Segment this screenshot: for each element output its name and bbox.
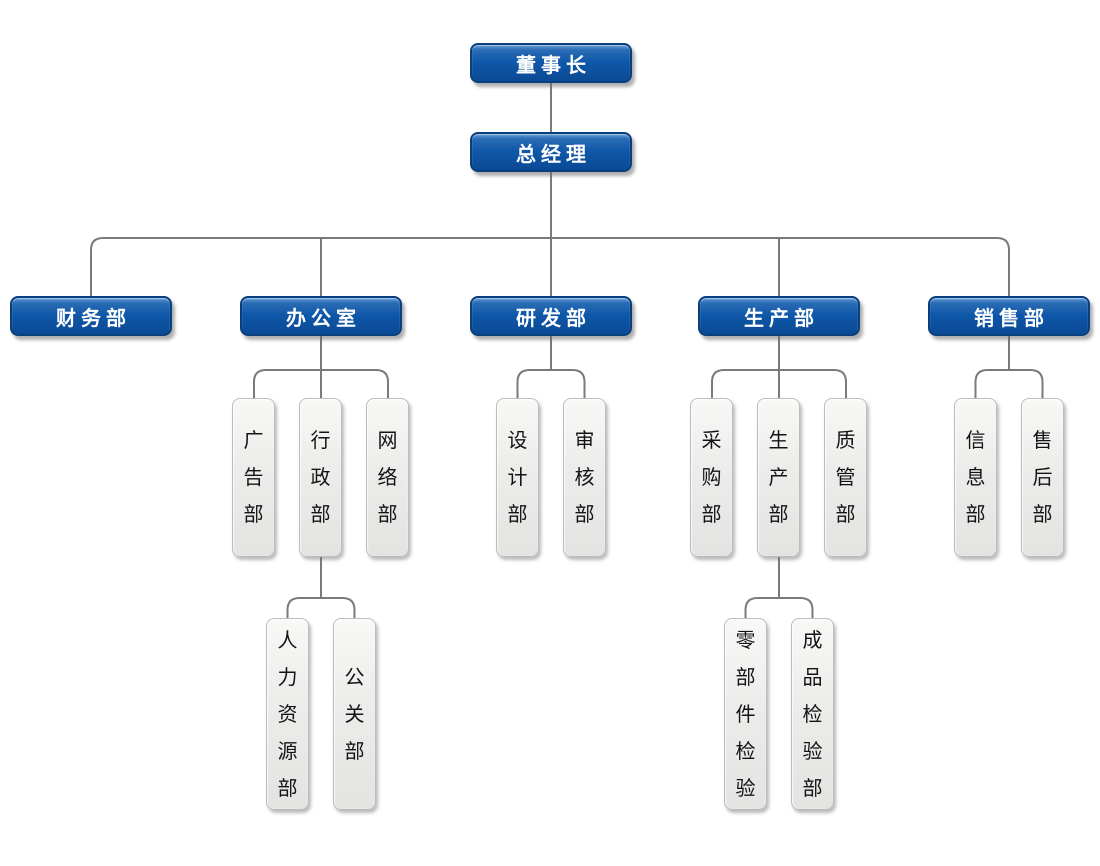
node-design-dept: 设计部 <box>496 398 539 557</box>
node-finished-inspection: 成品检验部 <box>791 618 834 810</box>
node-rd-dept: 研发部 <box>470 296 632 336</box>
node-label: 研发部 <box>516 305 591 330</box>
node-admin-dept: 行政部 <box>299 398 342 557</box>
connector-production-sub-children <box>744 557 814 618</box>
node-parts-inspection: 零部件检验 <box>724 618 767 810</box>
node-production-dept: 生产部 <box>698 296 860 336</box>
node-general-manager: 总经理 <box>470 132 632 172</box>
node-production-sub-dept: 生产部 <box>757 398 800 557</box>
connector-sales-children <box>974 336 1044 398</box>
node-audit-dept: 审核部 <box>563 398 606 557</box>
node-finance-dept: 财务部 <box>10 296 172 336</box>
node-network-dept: 网络部 <box>366 398 409 557</box>
node-label: 生产部 <box>768 428 789 526</box>
node-label: 成品检验部 <box>802 627 823 800</box>
node-quality-dept: 质管部 <box>824 398 867 557</box>
node-after-sales-dept: 售后部 <box>1021 398 1064 557</box>
node-label: 行政部 <box>310 428 331 526</box>
node-office: 办公室 <box>240 296 402 336</box>
node-hr-dept: 人力资源部 <box>266 618 309 810</box>
node-info-dept: 信息部 <box>954 398 997 557</box>
connector-admin-children <box>286 557 356 618</box>
node-label: 办公室 <box>286 305 361 330</box>
node-chairman: 董事长 <box>470 43 632 83</box>
node-label: 零部件检验 <box>735 627 756 800</box>
connector-main-bus <box>90 237 1010 296</box>
connector-production-children <box>711 336 847 398</box>
node-label: 广告部 <box>243 428 264 526</box>
node-label: 销售部 <box>974 305 1049 330</box>
node-advertising-dept: 广告部 <box>232 398 275 557</box>
node-label: 审核部 <box>574 428 595 526</box>
connector-rd-children <box>516 336 586 398</box>
connector-office-children <box>253 336 389 398</box>
node-sales-dept: 销售部 <box>928 296 1090 336</box>
node-label: 网络部 <box>377 428 398 526</box>
node-pr-dept: 公关部 <box>333 618 376 810</box>
node-label: 董事长 <box>516 52 591 77</box>
node-label: 总经理 <box>516 141 591 166</box>
node-label: 设计部 <box>507 428 528 526</box>
node-label: 采购部 <box>701 428 722 526</box>
node-label: 财务部 <box>56 305 131 330</box>
node-label: 售后部 <box>1032 428 1053 526</box>
node-label: 人力资源部 <box>277 627 298 800</box>
node-label: 生产部 <box>744 305 819 330</box>
node-label: 公关部 <box>344 664 365 763</box>
node-purchasing-dept: 采购部 <box>690 398 733 557</box>
node-label: 信息部 <box>965 428 986 526</box>
node-label: 质管部 <box>835 428 856 526</box>
